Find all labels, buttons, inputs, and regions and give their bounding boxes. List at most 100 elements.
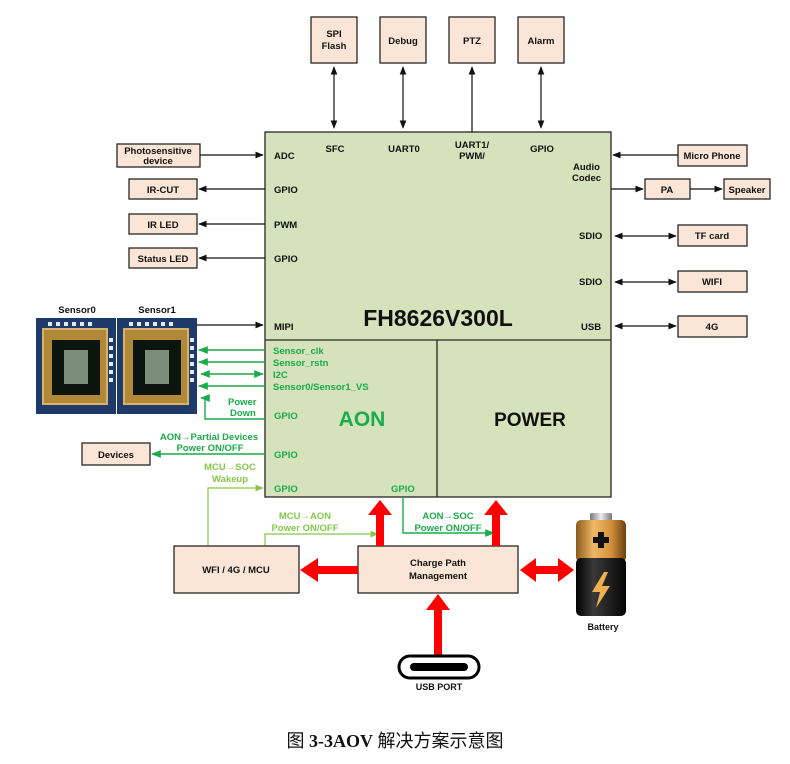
- ir-led-box: IR LED: [128, 213, 198, 235]
- pin-aon-gpio-powerdown: GPIO: [274, 411, 298, 422]
- pa-box: PA: [644, 178, 691, 200]
- devices-box: Devices: [81, 442, 151, 466]
- mcu-soc-wakeup-arrow: [207, 484, 264, 547]
- svg-text:IR LED: IR LED: [147, 220, 178, 231]
- caption-rest: 解决方案示意图: [373, 731, 504, 751]
- photosensitive-box: Photosensitive device: [116, 143, 201, 168]
- usb-power-arrow: [426, 594, 450, 656]
- svg-text:PA: PA: [661, 185, 674, 196]
- pin-audio: Audio: [573, 162, 600, 173]
- sensor0-image: [36, 318, 116, 414]
- mcu-soc-label-2: Wakeup: [212, 474, 248, 485]
- aon-partial-label-2: Power ON/OFF: [176, 443, 243, 454]
- 4g-box: 4G: [677, 315, 748, 338]
- power-arrow-to-mcu: [300, 558, 358, 582]
- aon-soc-label-2: Power ON/OFF: [414, 523, 481, 534]
- svg-text:Management: Management: [409, 571, 468, 582]
- pin-gpio-status: GPIO: [274, 254, 298, 265]
- pin-pwm-irled: PWM: [274, 220, 297, 231]
- power-section: WFI / 4G / MCU Charge Path Management Ba…: [173, 500, 626, 692]
- svg-text:IR-CUT: IR-CUT: [147, 185, 179, 196]
- pin-sfc: SFC: [326, 144, 345, 155]
- pin-gpio-ircut: GPIO: [274, 185, 298, 196]
- pin-aon-gpio-wakeup: GPIO: [274, 484, 298, 495]
- caption-prefix: 图: [286, 731, 309, 751]
- mcu-aon-label: MCU→AON: [279, 511, 331, 522]
- wifi-4g-mcu-box: WFI / 4G / MCU: [173, 545, 300, 594]
- speaker-box: Speaker: [723, 178, 771, 200]
- svg-text:SPI: SPI: [326, 29, 341, 40]
- svg-text:Micro Phone: Micro Phone: [683, 151, 740, 162]
- svg-text:Debug: Debug: [388, 36, 418, 47]
- ir-cut-box: IR-CUT: [128, 178, 198, 200]
- pin-gpio-top: GPIO: [530, 144, 554, 155]
- sensor1-label: Sensor1: [138, 305, 176, 316]
- power-arrow-to-aon: [368, 500, 392, 546]
- sensor0-label: Sensor0: [58, 305, 96, 316]
- aon-signals: AON→Partial Devices Power ON/OFF MCU→SOC…: [151, 432, 495, 547]
- pin-mipi: MIPI: [274, 322, 294, 333]
- aon-soc-power-arrow: [402, 497, 495, 537]
- pin-i2c: I2C: [273, 370, 288, 381]
- svg-text:Status LED: Status LED: [138, 254, 189, 265]
- svg-text:TF card: TF card: [695, 231, 730, 242]
- pin-usb: USB: [581, 322, 601, 333]
- mcu-soc-label: MCU→SOC: [204, 462, 256, 473]
- svg-text:device: device: [143, 156, 173, 167]
- svg-text:Photosensitive: Photosensitive: [124, 146, 192, 157]
- power-label: POWER: [494, 410, 566, 431]
- pin-sdio-wifi: SDIO: [579, 277, 602, 288]
- soc-title: FH8626V300L: [363, 305, 513, 331]
- aon-soc-label: AON→SOC: [422, 511, 473, 522]
- pin-aon-gpio-soc: GPIO: [391, 484, 415, 495]
- pin-adc: ADC: [274, 151, 295, 162]
- left-peripherals: Photosensitive device IR-CUT IR LED Stat…: [81, 143, 265, 466]
- svg-text:Speaker: Speaker: [729, 185, 766, 196]
- right-peripherals: Micro Phone PA Speaker TF card WIFI 4G: [611, 144, 771, 338]
- spi-flash-box: SPI Flash: [310, 16, 358, 64]
- wifi-box: WIFI: [677, 270, 748, 293]
- soc-body: [264, 131, 612, 498]
- ptz-box: PTZ: [448, 16, 496, 64]
- pin-sensor-clk: Sensor_clk: [273, 346, 324, 357]
- sensors: Sensor0 Sensor1 Power Down: [36, 305, 265, 420]
- sensor1-image: [117, 318, 197, 414]
- battery-label: Battery: [587, 622, 618, 632]
- power-down-label: Power: [228, 397, 257, 408]
- figure-caption: 图 3-3AOV 解决方案示意图: [0, 727, 790, 753]
- power-down-label-2: Down: [230, 408, 256, 419]
- pin-sensor-rstn: Sensor_rstn: [273, 358, 329, 369]
- pin-uart0: UART0: [388, 144, 420, 155]
- pin-aon-gpio-devices: GPIO: [274, 450, 298, 461]
- pin-sdio-tf: SDIO: [579, 231, 602, 242]
- soc-block: FH8626V300L AON POWER SFC UART0 UART1/ P…: [264, 131, 612, 498]
- mcu-aon-power-arrow: [264, 530, 379, 547]
- micro-phone-box: Micro Phone: [677, 144, 748, 167]
- aon-label: AON: [339, 408, 386, 431]
- power-arrow-to-soc: [484, 500, 508, 546]
- power-down-arrow: [200, 394, 265, 420]
- svg-text:PTZ: PTZ: [463, 36, 481, 47]
- debug-box: Debug: [379, 16, 427, 64]
- aon-partial-label: AON→Partial Devices: [160, 432, 258, 443]
- pin-sensor-vs: Sensor0/Sensor1_VS: [273, 382, 369, 393]
- pin-codec: Codec: [572, 173, 601, 184]
- battery-icon: [576, 513, 626, 616]
- svg-text:Flash: Flash: [322, 41, 347, 52]
- top-peripherals: SPI Flash Debug PTZ Alarm: [310, 16, 565, 132]
- status-led-box: Status LED: [128, 247, 198, 269]
- svg-text:4G: 4G: [706, 322, 719, 333]
- svg-text:WIFI: WIFI: [702, 277, 722, 288]
- usb-c-port-icon: [397, 654, 481, 680]
- svg-text:Charge Path: Charge Path: [410, 558, 466, 569]
- pin-pwm: PWM/: [459, 151, 485, 162]
- svg-text:Alarm: Alarm: [528, 36, 555, 47]
- svg-text:WFI / 4G / MCU: WFI / 4G / MCU: [202, 565, 270, 576]
- svg-text:Devices: Devices: [98, 450, 134, 461]
- tf-card-box: TF card: [677, 224, 748, 247]
- caption-term: AOV: [333, 731, 373, 751]
- pin-uart1: UART1/: [455, 140, 490, 151]
- alarm-box: Alarm: [517, 16, 565, 64]
- caption-number: 3-3: [309, 731, 333, 751]
